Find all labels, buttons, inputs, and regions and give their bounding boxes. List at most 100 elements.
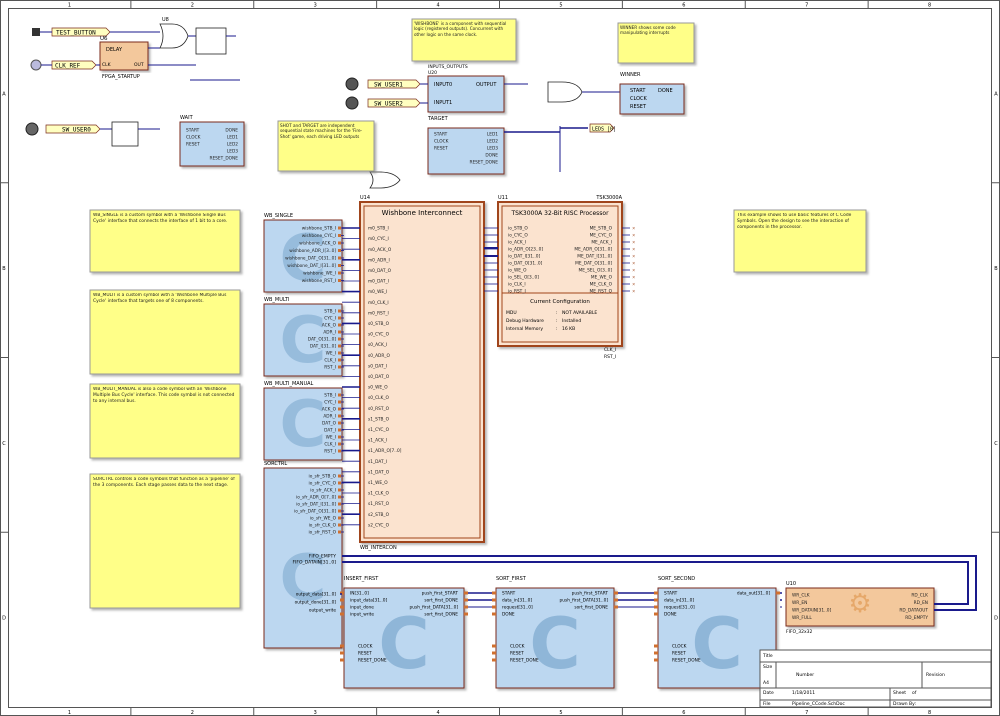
border-row-label: A [994,91,998,97]
sw-user2-input[interactable]: SW_USER2 [345,96,421,110]
pipeline-ctl: CLOCK [510,644,525,650]
pipeline-port-left: input_write [350,612,374,618]
or-gate-u8 [159,23,189,49]
wb-multi-manual-block[interactable]: WB_MULTI_MANUAL STB_ICYC_IACK_OADR_IDAT_… [263,381,344,462]
c-code-watermark-icon: C [529,603,580,685]
note-wb-multi: WB_MULTI is a custom symbol with a 'Wish… [89,289,241,375]
port-marker [338,488,341,492]
note-wb-multi-manual: WB_MULTI_MANUAL is also a code symbol wi… [89,383,241,459]
pipeline-port-left: input_done [350,605,374,611]
target-pin: LED1 [487,132,498,138]
fifo-port-left: WR_FULL [792,615,812,621]
border-col-label: 6 [682,3,685,9]
fifo-port-right: RD_CLK [911,593,928,599]
cpu-port-right: ME_STB_O [590,226,613,232]
sorctrl-port: io_sfr_DAT_O[31..0] [294,509,336,515]
fifo-footer: FIFO_32x32 [786,629,813,635]
pipeline-stage-0[interactable]: CINSERT_FIRSTIN[31..0]input_data[31..0]i… [340,576,468,689]
fifo-block[interactable]: U10 FIFO_32x32 ⚙ WR_CLKWR_ENWR_DATAIN[31… [785,581,935,635]
winner-block[interactable]: WINNER START CLOCK RESET DONE [619,72,685,115]
interconnect-port: m0_DAT_O [368,268,392,274]
c-code-watermark-icon: C [691,603,742,685]
wait-pin: LED3 [227,149,238,155]
fifo-port-left: WR_DATAIN[31..0] [792,608,832,614]
target-block[interactable]: TARGET STARTCLOCKRESETLED1LED2LED3DONERE… [427,116,505,175]
wb-multi-port: ACK_O [322,323,337,329]
pipeline-stage-1[interactable]: CSORT_FIRSTSTARTdata_in[31..0]request[31… [492,576,618,689]
interconnect-port: s1_DAT_I [368,459,387,465]
sorctrl-port: io_sfr_ADR_O[7..0] [296,495,336,501]
sorctrl-block[interactable]: SORCTRL io_sfr_STB_Oio_sfr_CYC_Oio_sfr_A… [263,461,344,649]
test-button-input[interactable]: TEST_BUTTON [32,27,111,37]
wb-mm-port: DAT_I [324,428,336,434]
inputs-outputs-block[interactable]: INPUTS_OUTPUTS U20 INPUT0 INPUT1 OUTPUT [427,64,505,113]
target-ref: TARGET [427,116,449,122]
fifo-port-right: RD_DATAOUT [899,608,928,614]
interconnect-port: m0_STB_I [368,226,389,232]
port-marker [338,393,341,397]
inputs-pin-1: INPUT1 [434,100,452,106]
clock-icon [30,59,42,71]
winner-pin-2: RESET [630,104,647,110]
cpu-config-title: Current Configuration [530,299,590,305]
tsk3000a-processor-block[interactable]: U11 TSK3000A TSK3000A 32-Bit RISC Proces… [484,195,635,347]
port-marker [338,449,341,453]
fifo-port-right: RD_EMPTY [905,615,928,621]
wb-single-port: wishbone_DAT_I[31..0] [287,263,336,269]
pipeline-ctl: RESET [510,651,524,657]
cpu-port-right: ME_CLK_O [590,282,613,288]
pipeline-port-left: request[31..0] [664,605,695,611]
target-pin: LED2 [487,139,498,145]
wait-pin: LED2 [227,142,238,148]
port-marker [338,344,341,348]
wb-multi-block[interactable]: WB_MULTI STB_ICYC_IACK_OADR_IDAT_O[31..0… [263,297,344,378]
note-wishbone-text: 'WISHBONE' is a component with sequentia… [414,21,507,37]
pipeline-ref: SORT_FIRST [496,576,527,582]
cpu-clk-pin: CLK_I [604,347,616,353]
clk-ref-input[interactable]: CLK_REF [30,59,97,71]
port-marker [338,509,341,513]
cpu-net-x: × [632,247,635,252]
fpga-startup-block[interactable]: U6 DELAY CLK OUT FPGA_STARTUP [99,36,149,80]
sorctrl-port: io_sfr_DAT_I[31..0] [296,502,336,508]
wb-single-block[interactable]: WB_SINGLE wishbone_STB_Iwishbone_CYC_Iwi… [263,213,344,296]
and-gate [547,81,583,103]
pipeline-ctl: RESET_DONE [510,658,539,664]
cpu-net-x: × [632,289,635,294]
wb-single-port: wishbone_CYC_I [302,233,336,239]
pipeline-port-right: sort_first_DONE [574,605,608,611]
c-code-watermark-icon: C [378,603,429,685]
interconnect-port: s1_DAT_O [368,469,390,475]
sw-user0-label: SW_USER0 [62,127,91,134]
wishbone-interconnect-block[interactable]: U14 Wishbone Interconnect WB_INTERCON m0… [342,195,485,551]
note-wb-multi-text: WB_MULTI is a custom symbol with a 'Wish… [93,293,227,304]
sw-user1-input[interactable]: SW_USER1 [345,77,421,91]
sw-user0-input[interactable]: SW_USER0 [25,122,101,136]
u8-ref: U8 [162,17,169,23]
tb-revision: Revision [926,672,945,678]
wb-mm-port: RST_I [324,449,336,455]
sorctrl-out-port: output_write [309,608,336,614]
wait-block[interactable]: WAIT STARTCLOCKRESETDONELED1LED2LED3RESE… [179,115,245,167]
pipeline-port-left: input_data[31..0] [350,598,387,604]
interconnect-port: m0_RST_I [368,310,389,316]
pipeline-stage-2[interactable]: CSORT_SECONDSTARTdata_in[31..0]request[3… [654,576,780,689]
interconnect-port: s1_ACK_I [368,438,387,444]
pipeline-port-left: DONE [664,612,677,618]
cpu-port-left: io_ADR_O[23..0] [508,247,543,253]
wb-multi-port: RST_I [324,365,336,371]
port-marker [338,337,341,341]
fifo-port-left: WR_EN [792,600,807,606]
sorctrl-port: io_sfr_ACK_I [310,488,336,494]
cpu-port-right: ME_SEL_O[3..0] [579,268,613,274]
interconnect-port: s1_CYC_O [368,427,390,433]
interconnect-port: s1_RST_O [368,501,390,507]
tb-date-value: 1/18/2011 [792,690,815,696]
pipeline-port-left: DONE [502,612,515,618]
interconnect-port: s0_DAT_O [368,374,390,380]
port-marker [338,309,341,313]
wait-pin: RESET [186,142,200,148]
tb-size: Size [763,664,772,670]
wb-mm-port: ACK_O [322,407,337,413]
sorctrl-fifo-port: FIFO_EMPTY [309,554,336,560]
